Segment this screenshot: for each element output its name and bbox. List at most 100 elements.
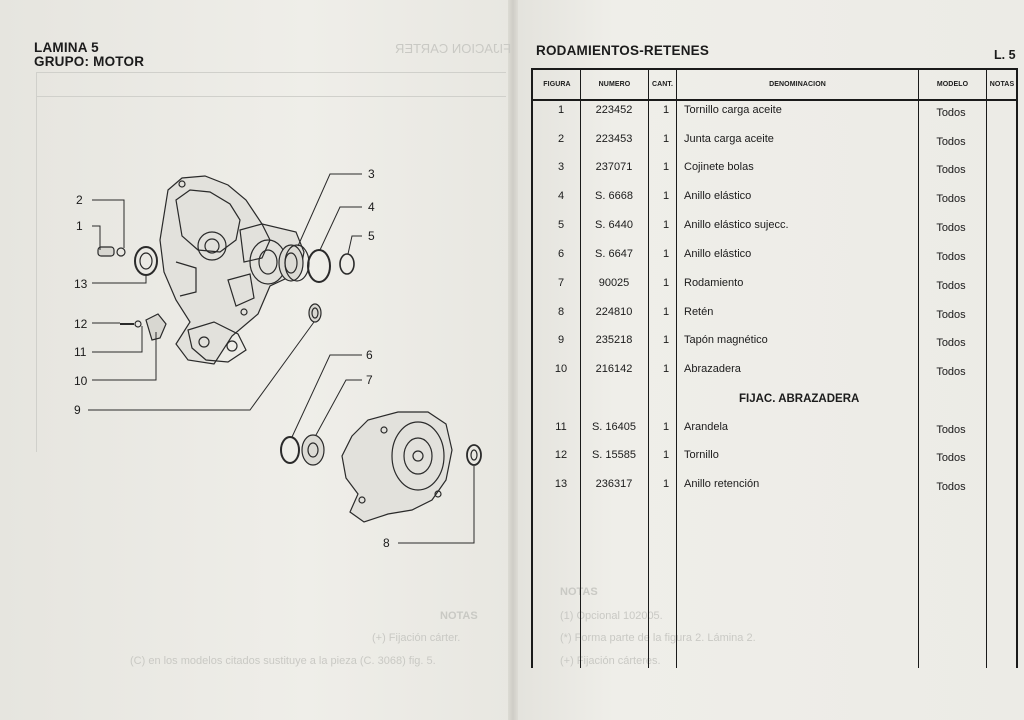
table-cell-modelo: Todos <box>936 280 966 292</box>
table-cell-modelo: Todos <box>936 251 966 263</box>
lamina-label: LAMINA 5 <box>34 40 99 55</box>
table-cell-cant: 1 <box>662 306 670 318</box>
table-cell-denominacion: Anillo retención <box>684 478 760 490</box>
callout-3: 3 <box>368 167 375 181</box>
table-cell-numero: 223452 <box>595 104 633 116</box>
table-cell-numero: S. 15585 <box>591 449 637 461</box>
callout-5: 5 <box>368 229 375 243</box>
table-cell-numero: S. 6668 <box>595 190 633 202</box>
table-cell-figura: 8 <box>557 306 565 318</box>
table-cell-denominacion: Arandela <box>684 421 729 433</box>
table-cell-denominacion: Retén <box>684 306 714 318</box>
bearing-7-and-ring-6 <box>280 434 325 466</box>
table-cell-cant: 1 <box>662 449 670 461</box>
grupo-label: GRUPO: MOTOR <box>34 54 145 69</box>
ghost-notas-left: NOTAS <box>440 610 478 622</box>
table-cell-cant: 1 <box>662 133 670 145</box>
table-cell-figura: 10 <box>554 363 568 375</box>
ghost-table-border-left <box>36 72 506 73</box>
subheading-fijac-abrazadera: FIJAC. ABRAZADERA <box>739 393 860 405</box>
ghost-right-line3: (+) Fijación cárteres. <box>560 655 661 667</box>
bearing-cluster <box>278 244 355 283</box>
table-cell-numero: S. 6647 <box>595 248 633 260</box>
table-cell-modelo: Todos <box>936 481 966 493</box>
oil-filler-parts <box>97 246 158 276</box>
left-header: LAMINA 5 GRUPO: MOTOR <box>34 41 144 69</box>
col-header-modelo: MODELO <box>936 81 969 88</box>
table-cell-denominacion: Tornillo carga aceite <box>684 104 782 116</box>
table-cell-numero: 237071 <box>595 161 633 173</box>
callout-4: 4 <box>368 200 375 214</box>
col-header-denominacion: DENOMINACION <box>769 81 826 88</box>
table-cell-modelo: Todos <box>936 309 966 321</box>
table-cell-figura: 12 <box>554 449 568 461</box>
table-cell-modelo: Todos <box>936 107 966 119</box>
table-cell-numero: 235218 <box>595 334 633 346</box>
table-cell-modelo: Todos <box>936 136 966 148</box>
callout-10: 10 <box>74 374 88 388</box>
table-cell-numero: 216142 <box>595 363 633 375</box>
callout-1: 1 <box>76 219 83 233</box>
table-cell-denominacion: Junta carga aceite <box>684 133 774 145</box>
table-cell-modelo: Todos <box>936 193 966 205</box>
col-header-cant: CANT. <box>651 81 674 88</box>
ghost-notas-right: NOTAS <box>560 586 598 598</box>
table-cell-figura: 11 <box>555 421 567 433</box>
table-cell-cant: 1 <box>662 478 670 490</box>
table-cell-modelo: Todos <box>936 222 966 234</box>
clamp-parts <box>120 313 167 341</box>
ghost-right-line2: (*) Forma parte de la figura 2. Lámina 2… <box>560 632 756 644</box>
magnetic-plug <box>308 303 322 323</box>
callout-7: 7 <box>366 373 373 387</box>
table-cell-figura: 13 <box>554 478 568 490</box>
table-cell-denominacion: Abrazadera <box>684 363 741 375</box>
table-cell-modelo: Todos <box>936 424 966 436</box>
table-cell-figura: 2 <box>557 133 565 145</box>
table-cell-cant: 1 <box>662 421 670 433</box>
table-cell-figura: 6 <box>557 248 565 260</box>
callout-8: 8 <box>383 536 390 550</box>
col-header-numero: NUMERO <box>598 81 631 88</box>
page-title: RODAMIENTOS-RETENES <box>536 43 710 58</box>
table-header-divider <box>531 99 1018 101</box>
table-cell-denominacion: Rodamiento <box>684 277 744 289</box>
table-cell-figura: 3 <box>557 161 565 173</box>
table-cell-cant: 1 <box>662 219 670 231</box>
table-cell-denominacion: Anillo elástico <box>684 248 752 260</box>
table-cell-numero: S. 6440 <box>595 219 633 231</box>
book-gutter <box>508 0 518 720</box>
callout-6: 6 <box>366 348 373 362</box>
table-cell-figura: 5 <box>557 219 565 231</box>
table-cell-cant: 1 <box>662 190 670 202</box>
table-cell-denominacion: Anillo elástico sujecc. <box>684 219 789 231</box>
table-cell-cant: 1 <box>662 363 670 375</box>
page-code: L. 5 <box>994 48 1016 62</box>
parts-table <box>531 68 1018 668</box>
ghost-notas-line2: (C) en los modelos citados sustituye a l… <box>130 655 436 667</box>
left-page <box>0 0 512 720</box>
table-cell-modelo: Todos <box>936 452 966 464</box>
callout-11: 11 <box>74 345 87 359</box>
table-cell-cant: 1 <box>662 334 670 346</box>
table-cell-cant: 1 <box>662 277 670 289</box>
table-cell-figura: 7 <box>557 277 565 289</box>
callout-2: 2 <box>76 193 83 207</box>
table-cell-denominacion: Anillo elástico <box>684 190 752 202</box>
table-cell-denominacion: Tapón magnético <box>684 334 768 346</box>
table-cell-numero: 236317 <box>595 478 633 490</box>
ghost-right-line1: (1) Opcional 102005. <box>560 610 663 622</box>
table-cell-figura: 4 <box>557 190 565 202</box>
table-cell-modelo: Todos <box>936 164 966 176</box>
callout-9: 9 <box>74 403 81 417</box>
table-cell-figura: 9 <box>557 334 565 346</box>
table-cell-numero: 224810 <box>595 306 633 318</box>
table-cell-cant: 1 <box>662 161 670 173</box>
table-cell-denominacion: Tornillo <box>684 449 719 461</box>
exploded-engine-diagram: 2 1 13 12 11 10 9 3 4 5 6 7 8 <box>74 167 482 550</box>
table-cell-numero: S. 16405 <box>591 421 637 433</box>
table-cell-modelo: Todos <box>936 366 966 378</box>
table-cell-modelo: Todos <box>936 337 966 349</box>
callout-12: 12 <box>74 317 88 331</box>
table-cell-numero: 223453 <box>595 133 633 145</box>
table-cell-figura: 1 <box>557 104 565 116</box>
